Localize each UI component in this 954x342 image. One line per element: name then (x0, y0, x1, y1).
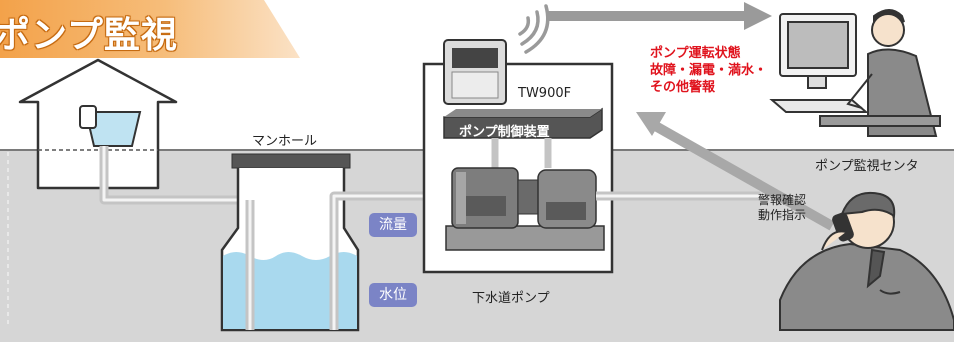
device-label: TW900F (518, 86, 572, 101)
instruction-line: 動作指示 (758, 208, 807, 222)
sewage-pump-icon (445, 167, 605, 251)
instruction-text: 警報確認 動作指示 (758, 193, 806, 223)
title-banner (0, 0, 300, 58)
house-icon (18, 58, 178, 190)
tw900f-device-icon (443, 39, 507, 105)
water-level-badge: 水位 (369, 283, 417, 307)
data-transmission-arrow (548, 2, 772, 30)
page-title: ポンプ監視 (0, 15, 178, 56)
status-line: その他警報 (650, 80, 716, 95)
status-alerts-text: ポンプ運転状態 故障・漏電・満水・ その他警報 (650, 45, 767, 96)
wireless-signal-icon (518, 4, 550, 54)
manhole-shaft (220, 153, 360, 332)
field-operator-icon (779, 192, 954, 331)
monitoring-center-operator-icon (769, 9, 941, 137)
controller-label: ポンプ制御装置 (459, 125, 550, 140)
instruction-arrow (636, 112, 835, 231)
instruction-line: 警報確認 (758, 193, 807, 207)
flow-badge: 流量 (369, 213, 417, 237)
manhole-label: マンホール (252, 134, 318, 149)
sewage-pump-label: 下水道ポンプ (472, 291, 550, 306)
status-line: 故障・漏電・満水・ (650, 63, 768, 78)
status-line: ポンプ運転状態 (650, 46, 741, 61)
monitoring-center-label: ポンプ監視センタ (815, 159, 919, 174)
